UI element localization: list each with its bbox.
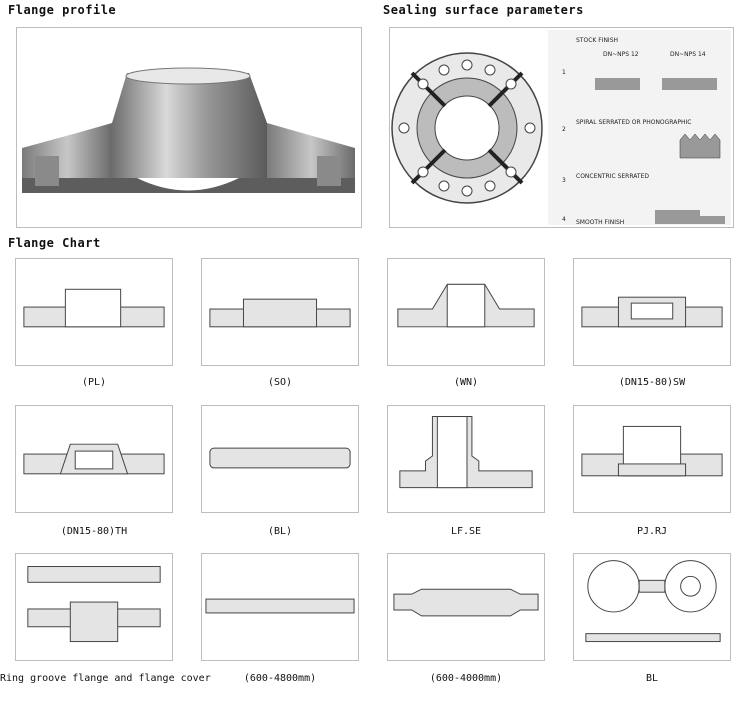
- flange-drawing-sw: [573, 258, 731, 366]
- flange-drawing-bl-2: [573, 553, 731, 661]
- flange-chart-heading: Flange Chart: [8, 236, 101, 250]
- flange-caption-so: (SO): [267, 377, 293, 388]
- flange-drawing-pj-rj: [573, 405, 731, 513]
- flange-caption-th: (DN15-80)TH: [60, 526, 128, 537]
- dn-label-14: DN~NPS 14: [670, 51, 706, 58]
- dn-label-12: DN~NPS 12: [603, 51, 639, 58]
- step-number-3: 3: [562, 177, 566, 184]
- flange-drawing-bl: [201, 405, 359, 513]
- flange-caption-bl-2: BL: [645, 673, 659, 684]
- flange-caption-sw: (DN15-80)SW: [618, 377, 686, 388]
- step-number-1: 1: [562, 69, 566, 76]
- flange-drawing-pl: [15, 258, 173, 366]
- flange-profile-heading: Flange profile: [8, 3, 117, 17]
- flange-caption-bl: (BL): [267, 526, 293, 537]
- flange-drawing-d600-4800: [201, 553, 359, 661]
- flange-drawing-wn: [387, 258, 545, 366]
- spiral-serrated-label: SPIRAL SERRATED OR PHONOGRAPHIC: [576, 119, 691, 126]
- smooth-finish-label: SMOOTH FINISH: [576, 219, 624, 226]
- flange-profile-image: [16, 27, 362, 228]
- sealing-surface-heading: Sealing surface parameters: [383, 3, 584, 17]
- flange-caption-d600-4000: (600-4000mm): [429, 673, 503, 684]
- flange-caption-pj-rj: PJ.RJ: [636, 526, 668, 537]
- flange-drawing-d600-4000: [387, 553, 545, 661]
- flange-drawing-so: [201, 258, 359, 366]
- sealing-surface-image: STOCK FINISH DN~NPS 12 DN~NPS 14 SPIRAL …: [389, 27, 734, 228]
- stock-finish-label: STOCK FINISH: [576, 37, 618, 44]
- flange-drawing-th: [15, 405, 173, 513]
- flange-drawing-lf-se: [387, 405, 545, 513]
- step-number-2: 2: [562, 126, 566, 133]
- flange-caption-d600-4800: (600-4800mm): [243, 673, 317, 684]
- concentric-serrated-label: CONCENTRIC SERRATED: [576, 173, 649, 180]
- flange-caption-ring-groove: Ring groove flange and flange cover: [0, 673, 211, 684]
- step-number-4: 4: [562, 216, 566, 223]
- flange-caption-pl: (PL): [81, 377, 107, 388]
- flange-caption-wn: (WN): [453, 377, 479, 388]
- flange-caption-lf-se: LF.SE: [450, 526, 482, 537]
- flange-drawing-ring-groove: [15, 553, 173, 661]
